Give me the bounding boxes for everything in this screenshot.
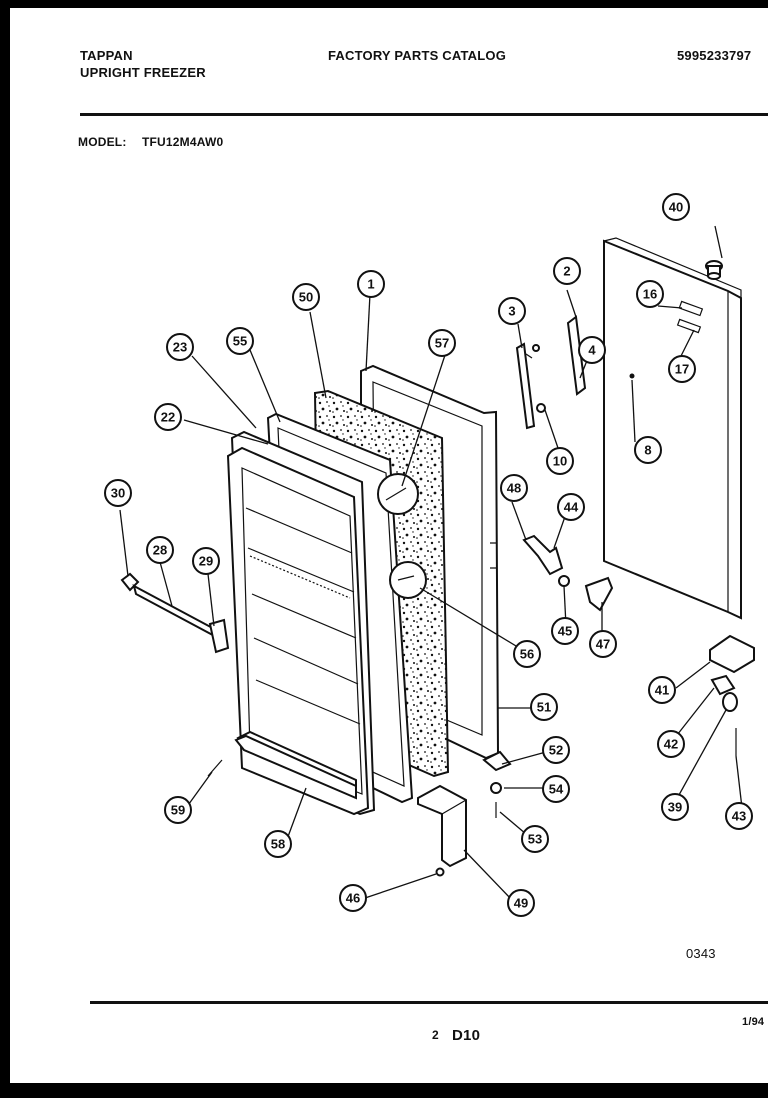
callout-8: 8 bbox=[634, 436, 662, 464]
svg-text:44: 44 bbox=[564, 500, 579, 515]
product-name: UPRIGHT FREEZER bbox=[80, 65, 206, 80]
svg-text:59: 59 bbox=[171, 803, 185, 818]
svg-text:16: 16 bbox=[643, 287, 657, 302]
catalog-number: 5995233797 bbox=[677, 48, 752, 63]
callout-55: 55 bbox=[226, 327, 254, 355]
callout-30: 30 bbox=[104, 479, 132, 507]
svg-text:22: 22 bbox=[161, 410, 175, 425]
model-number: TFU12M4AW0 bbox=[142, 135, 224, 149]
callout-1: 1 bbox=[357, 270, 385, 298]
callout-4: 4 bbox=[578, 336, 606, 364]
callout-29: 29 bbox=[192, 547, 220, 575]
svg-text:17: 17 bbox=[675, 362, 689, 377]
callout-leaders bbox=[119, 225, 743, 901]
svg-text:10: 10 bbox=[553, 454, 567, 469]
door-plug bbox=[705, 260, 723, 280]
svg-text:4: 4 bbox=[588, 343, 596, 358]
svg-text:54: 54 bbox=[549, 782, 564, 797]
exploded-parts-diagram: 40 1 2 50 16 3 55 57 23 4 17 22 8 10 48 … bbox=[104, 193, 755, 917]
svg-text:49: 49 bbox=[514, 896, 528, 911]
callout-59: 59 bbox=[164, 796, 192, 824]
svg-text:2: 2 bbox=[563, 264, 570, 279]
parts-catalog-sheet: TAPPAN UPRIGHT FREEZER FACTORY PARTS CAT… bbox=[10, 8, 768, 1083]
callout-2: 2 bbox=[553, 257, 581, 285]
callout-47: 47 bbox=[589, 630, 617, 658]
callout-44: 44 bbox=[557, 493, 585, 521]
callout-10: 10 bbox=[546, 447, 574, 475]
diagram-code: 0343 bbox=[686, 946, 716, 961]
svg-text:39: 39 bbox=[668, 800, 682, 815]
header-rule bbox=[80, 113, 768, 116]
svg-text:53: 53 bbox=[528, 832, 542, 847]
callout-39: 39 bbox=[661, 793, 689, 821]
svg-text:52: 52 bbox=[549, 743, 563, 758]
callout-50: 50 bbox=[292, 283, 320, 311]
detail-magnifier bbox=[377, 473, 427, 599]
svg-text:23: 23 bbox=[173, 340, 187, 355]
svg-text:55: 55 bbox=[233, 334, 247, 349]
callout-49: 49 bbox=[507, 889, 535, 917]
callout-57: 57 bbox=[428, 329, 456, 357]
section-code: D10 bbox=[452, 1027, 481, 1044]
svg-text:30: 30 bbox=[111, 486, 125, 501]
callout-40: 40 bbox=[662, 193, 690, 221]
callout-45: 45 bbox=[551, 617, 579, 645]
callout-23: 23 bbox=[166, 333, 194, 361]
outer-door-panel bbox=[603, 237, 742, 620]
svg-text:8: 8 bbox=[644, 443, 651, 458]
svg-text:48: 48 bbox=[507, 481, 521, 496]
svg-text:45: 45 bbox=[558, 624, 572, 639]
callout-51: 51 bbox=[530, 693, 558, 721]
callout-28: 28 bbox=[146, 536, 174, 564]
model-label: MODEL: bbox=[78, 135, 127, 149]
brand-name: TAPPAN bbox=[80, 48, 133, 63]
hinge-cover bbox=[417, 784, 467, 877]
callout-56: 56 bbox=[513, 640, 541, 668]
svg-text:47: 47 bbox=[596, 637, 610, 652]
callout-41: 41 bbox=[648, 676, 676, 704]
svg-text:28: 28 bbox=[153, 543, 167, 558]
svg-text:41: 41 bbox=[655, 683, 669, 698]
svg-text:29: 29 bbox=[199, 554, 213, 569]
callout-53: 53 bbox=[521, 825, 549, 853]
callout-43: 43 bbox=[725, 802, 753, 830]
svg-text:58: 58 bbox=[271, 837, 285, 852]
callout-17: 17 bbox=[668, 355, 696, 383]
callout-46: 46 bbox=[339, 884, 367, 912]
callout-16: 16 bbox=[636, 280, 664, 308]
callout-3: 3 bbox=[498, 297, 526, 325]
svg-text:42: 42 bbox=[664, 737, 678, 752]
callout-52: 52 bbox=[542, 736, 570, 764]
lower-hinge bbox=[709, 634, 755, 756]
callout-22: 22 bbox=[154, 403, 182, 431]
svg-text:57: 57 bbox=[435, 336, 449, 351]
footer-rule bbox=[90, 1001, 768, 1004]
callout-48: 48 bbox=[500, 474, 528, 502]
upper-hinge-parts bbox=[482, 534, 614, 818]
svg-text:43: 43 bbox=[732, 809, 746, 824]
svg-text:1: 1 bbox=[367, 277, 374, 292]
svg-text:50: 50 bbox=[299, 290, 313, 305]
svg-text:40: 40 bbox=[669, 200, 683, 215]
svg-text:3: 3 bbox=[508, 304, 515, 319]
door-handle bbox=[515, 315, 587, 430]
svg-text:46: 46 bbox=[346, 891, 360, 906]
svg-text:51: 51 bbox=[537, 700, 551, 715]
callout-54: 54 bbox=[542, 775, 570, 803]
catalog-date: 1/94 bbox=[742, 1016, 765, 1028]
callout-58: 58 bbox=[264, 830, 292, 858]
kick-plate bbox=[120, 572, 230, 654]
svg-text:56: 56 bbox=[520, 647, 534, 662]
page-number: 2 bbox=[432, 1028, 439, 1042]
catalog-title: FACTORY PARTS CATALOG bbox=[328, 48, 507, 63]
callout-42: 42 bbox=[657, 730, 685, 758]
